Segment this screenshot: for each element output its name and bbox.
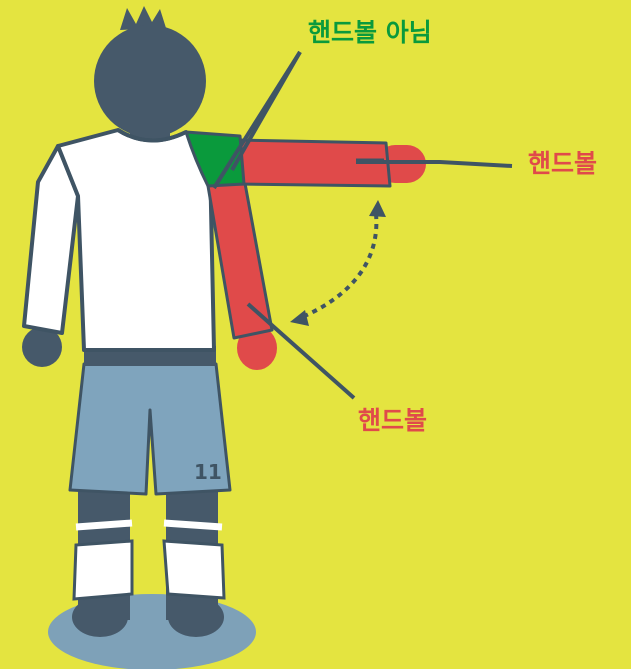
left-sock-band bbox=[76, 523, 132, 527]
left-shoe bbox=[72, 597, 128, 637]
right-sock bbox=[164, 541, 224, 598]
left-sock bbox=[74, 541, 132, 599]
right-shoe bbox=[168, 597, 224, 637]
lower-arm-sleeve bbox=[208, 178, 272, 338]
label-handball-arm: 핸드볼 bbox=[528, 151, 597, 176]
label-not-handball: 핸드볼 아님 bbox=[308, 20, 432, 45]
shirt-number: 11 bbox=[194, 460, 222, 484]
rotation-arrow-path bbox=[300, 214, 376, 318]
label-handball-lower: 핸드볼 bbox=[358, 408, 427, 433]
shirt bbox=[58, 130, 214, 350]
arrowhead-left bbox=[290, 310, 309, 326]
arrowhead-up bbox=[369, 200, 386, 217]
right-sock-band bbox=[164, 523, 222, 527]
